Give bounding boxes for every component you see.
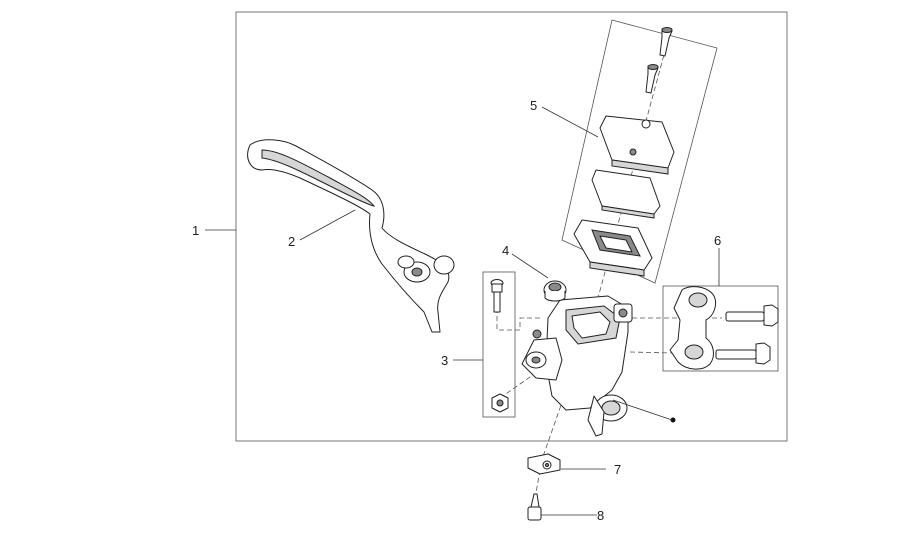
callout-7: 7 — [614, 462, 621, 477]
callout-8: 8 — [597, 508, 604, 523]
reservoir-group-frame — [561, 19, 718, 284]
clamp-bolt-lower — [715, 342, 771, 365]
reservoir-diaphragm — [573, 219, 653, 277]
callout-2: 2 — [288, 234, 295, 249]
leader-lines — [205, 106, 720, 516]
switch-clip — [527, 453, 561, 475]
clip-screw — [527, 493, 542, 521]
reference-dot — [670, 417, 676, 423]
handlebar-clamp — [669, 286, 717, 370]
clamp-bolt-upper — [725, 304, 779, 327]
brake-lever — [247, 139, 455, 333]
pivot-nut — [491, 393, 509, 413]
pivot-group-frame — [482, 271, 516, 418]
reservoir-screws — [645, 27, 673, 94]
assembly-frame — [235, 11, 788, 442]
master-cylinder-body — [521, 295, 633, 437]
callout-6: 6 — [714, 233, 721, 248]
reservoir-cover — [599, 115, 675, 175]
reservoir-plate — [591, 169, 661, 219]
bracket-group-frame — [662, 285, 779, 372]
callout-3: 3 — [441, 353, 448, 368]
callout-4: 4 — [502, 243, 509, 258]
bleed-cap — [543, 280, 567, 302]
callout-1: 1 — [192, 223, 199, 238]
callout-5: 5 — [530, 98, 537, 113]
pivot-bolt — [490, 279, 504, 313]
